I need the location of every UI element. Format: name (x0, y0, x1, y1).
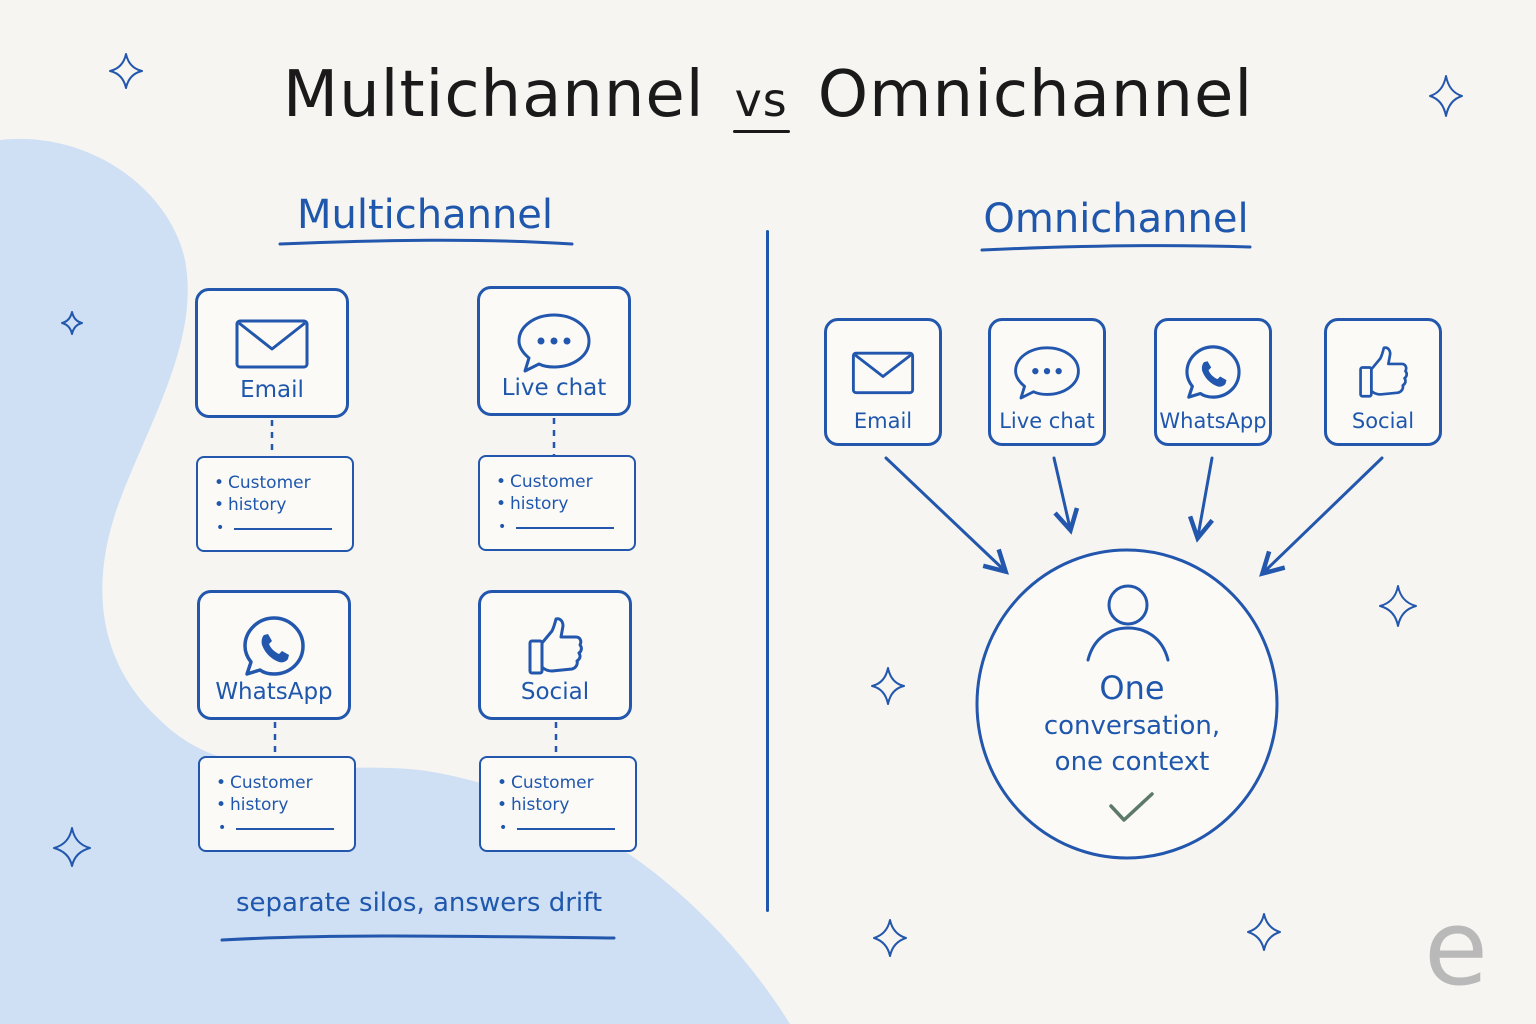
oc-channel-social: Social (1324, 318, 1442, 446)
center-line-2: conversation, (1043, 711, 1221, 741)
center-text: One conversation, one context (1000, 668, 1264, 780)
person-icon (1086, 584, 1170, 662)
history-card-whatsapp: •Customer •history • (198, 756, 356, 852)
sparkle-icon (53, 827, 91, 867)
mc-channel-social: Social (478, 590, 632, 720)
envelope-icon (235, 319, 309, 369)
vertical-divider (766, 230, 769, 912)
history-card-live-chat: •Customer •history • (478, 455, 636, 551)
sparkle-icon (1429, 75, 1463, 117)
history-line-1: Customer (230, 773, 313, 793)
history-line-1: Customer (228, 473, 311, 493)
mc-channel-live-chat-label: Live chat (501, 375, 607, 401)
mc-channel-whatsapp: WhatsApp (197, 590, 351, 720)
arrow-email (884, 456, 1004, 570)
center-line-3: one context (1054, 747, 1210, 777)
oc-channel-live-chat: Live chat (988, 318, 1106, 446)
oc-channel-live-chat-label: Live chat (999, 409, 1095, 433)
history-line-1: Customer (511, 773, 594, 793)
sparkle-icon (1247, 913, 1281, 951)
multichannel-underline (278, 238, 574, 246)
omnichannel-heading: Omnichannel (983, 196, 1249, 242)
caption-underline (220, 934, 616, 942)
mc-channel-social-label: Social (520, 679, 590, 705)
arrow-live-chat (1052, 456, 1070, 528)
oc-channel-whatsapp-label: WhatsApp (1159, 409, 1267, 433)
oc-channel-email-label: Email (853, 409, 913, 433)
whatsapp-icon (243, 616, 305, 676)
history-line-2: history (230, 795, 289, 815)
mc-channel-email: Email (195, 288, 349, 418)
chat-bubble-icon (1014, 346, 1080, 400)
oc-channel-whatsapp: WhatsApp (1154, 318, 1272, 446)
sparkle-icon (871, 667, 905, 705)
chat-bubble-icon (517, 313, 591, 373)
thumbs-up-icon (1359, 346, 1409, 398)
title-right: Omnichannel (817, 58, 1254, 132)
page-title: Multichannel vs Omnichannel (0, 58, 1536, 133)
oc-channel-email: Email (824, 318, 942, 446)
multichannel-heading: Multichannel (296, 192, 554, 238)
oc-channel-social-label: Social (1351, 409, 1415, 433)
multichannel-caption: separate silos, answers drift (235, 888, 603, 918)
title-left: Multichannel (282, 58, 705, 132)
history-card-social: •Customer •history • (479, 756, 637, 852)
center-line-1: One (1099, 669, 1165, 707)
sparkle-icon (61, 311, 83, 335)
mc-channel-email-label: Email (240, 377, 304, 403)
arrow-social (1264, 456, 1384, 572)
envelope-icon (851, 351, 915, 395)
whatsapp-icon (1185, 345, 1241, 399)
watermark-logo: e (1424, 887, 1488, 1009)
omnichannel-underline (980, 244, 1252, 252)
sparkle-icon (873, 919, 907, 957)
checkmark-icon (1109, 792, 1154, 822)
mc-channel-live-chat: Live chat (477, 286, 631, 416)
history-line-2: history (511, 795, 570, 815)
history-card-email: •Customer •history • (196, 456, 354, 552)
mc-channel-whatsapp-label: WhatsApp (215, 679, 333, 705)
thumbs-up-icon (528, 617, 583, 675)
history-line-2: history (510, 494, 569, 514)
arrow-whatsapp (1198, 456, 1212, 536)
center-circle (975, 548, 1279, 860)
sparkle-icon (1379, 585, 1417, 627)
title-vs: vs (732, 73, 790, 133)
history-line-2: history (228, 495, 287, 515)
sparkle-icon (109, 53, 143, 89)
history-line-1: Customer (510, 472, 593, 492)
